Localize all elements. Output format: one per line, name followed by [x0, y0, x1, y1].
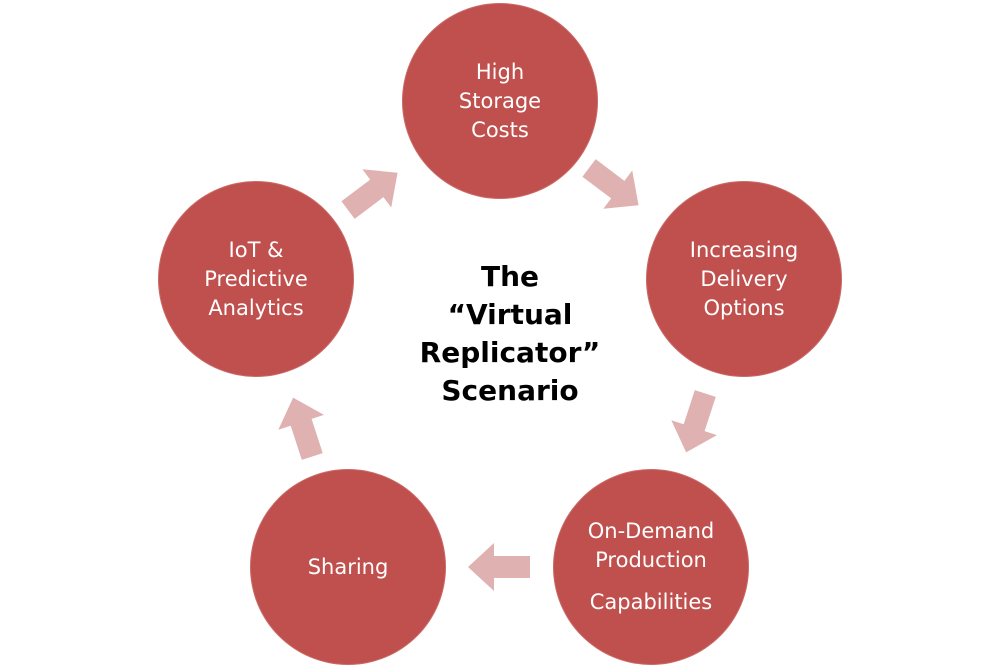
- arrow-ondemand-to-sharing: [468, 543, 530, 591]
- arrow-iot-to-high-storage: [341, 169, 398, 219]
- node-increasing-delivery-options: Increasing Delivery Options: [646, 181, 842, 377]
- center-title-line: The: [480, 260, 540, 293]
- node-iot-predictive-analytics: IoT & Predictive Analytics: [158, 181, 354, 377]
- center-title-line: Scenario: [441, 374, 579, 407]
- node-sharing: Sharing: [250, 469, 446, 665]
- node-on-demand-production: On-Demand Production Capabilities: [553, 469, 749, 665]
- node-label-line: IoT &: [228, 237, 284, 262]
- node-label-line: Storage: [458, 88, 542, 113]
- node-label-line: Analytics: [208, 295, 304, 320]
- node-label-line: Production: [595, 548, 707, 572]
- node-label-line: High: [475, 59, 525, 84]
- node-label-line: Capabilities: [589, 590, 713, 614]
- arrow-high-storage-to-delivery: [582, 159, 639, 209]
- center-title-line: Replicator”: [419, 336, 601, 369]
- node-label-line: Costs: [471, 117, 529, 142]
- node-label-line: Options: [703, 295, 785, 320]
- node-label-line: Increasing: [689, 237, 799, 262]
- node-label-line: On-Demand: [587, 519, 715, 543]
- center-title: The “Virtual Replicator” Scenario: [400, 258, 620, 410]
- arrow-sharing-to-iot: [278, 397, 324, 460]
- node-label-line: Predictive: [204, 266, 308, 291]
- node-label-line: Delivery: [700, 266, 788, 291]
- node-high-storage-costs: High Storage Costs: [402, 3, 598, 199]
- arrow-delivery-to-ondemand: [671, 390, 717, 453]
- node-label-line: Sharing: [307, 554, 389, 579]
- center-title-line: “Virtual: [447, 298, 573, 331]
